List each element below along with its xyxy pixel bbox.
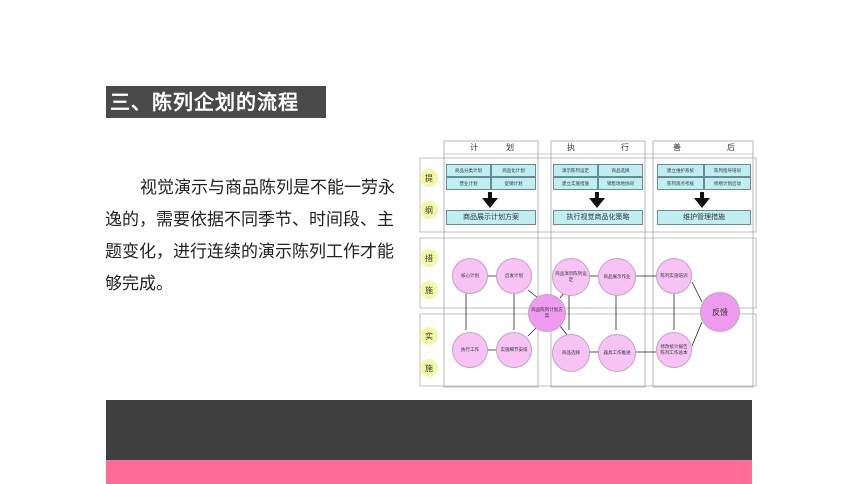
flow-node: 核心计划 <box>452 258 488 294</box>
flow-node: 修改统计报告陈列工作总本 <box>656 332 692 368</box>
row-label: 施 <box>425 364 433 373</box>
after-box: 陈列指导培训 <box>704 164 751 177</box>
after-box: 建立维护系统 <box>657 164 704 177</box>
body-paragraph: 视觉演示与商品陈列是不能一劳永逸的，需要依据不同季节、时间段、主题变化，进行连续… <box>105 178 395 294</box>
section-title: 三、陈列企划的流程 <box>106 86 326 118</box>
flow-node: 商品演示陈列设定 <box>552 258 590 296</box>
exec-result: 执行视觉商品化策略 <box>553 210 643 225</box>
footer-pink-band <box>106 460 752 484</box>
row-label: 纲 <box>425 206 433 215</box>
exec-box: 销售场地协同 <box>598 177 643 190</box>
column-head-after: 善 后 <box>673 143 745 152</box>
exec-box: 建立实施措施 <box>553 177 598 190</box>
flow-node: 陈列实施培训 <box>656 258 692 294</box>
diagram-frame <box>419 140 757 388</box>
flow-node-feedback: 反馈 <box>700 292 740 332</box>
flow-node: 器具工作推进 <box>598 334 636 372</box>
column-head-plan: 计 划 <box>470 143 524 152</box>
plan-box: 营业计划 <box>446 177 491 190</box>
flow-diagram: 计 划 执 行 善 后 提 纲 措 施 实 施 商品分类计划 商品化计划 营业计… <box>418 140 758 388</box>
footer-dark-band <box>106 400 752 460</box>
plan-box: 促销计划 <box>491 177 536 190</box>
row-label: 施 <box>425 286 433 295</box>
exec-box: 演示陈列设定 <box>553 164 598 177</box>
after-box: 修缮计划启动 <box>704 177 751 190</box>
flow-node: 商品陈列计划方案 <box>528 294 566 332</box>
flow-node: 商品选择 <box>552 334 590 372</box>
row-label: 提 <box>425 174 433 183</box>
plan-result: 商品展示计划方案 <box>446 210 536 225</box>
row-label: 措 <box>425 254 433 263</box>
flow-node: 商品展示作业 <box>598 258 636 296</box>
flow-node: 启发计划 <box>496 258 532 294</box>
after-box: 陈列观点考核 <box>657 177 704 190</box>
row-label: 实 <box>425 332 433 341</box>
exec-box: 商品选择 <box>598 164 643 177</box>
flow-node: 执行工作 <box>452 332 488 368</box>
after-result: 维护管理措施 <box>657 210 751 225</box>
plan-box: 商品化计划 <box>491 164 536 177</box>
plan-box: 商品分类计划 <box>446 164 491 177</box>
column-head-exec: 执 行 <box>567 143 639 152</box>
flow-node: 实施细节安排 <box>496 332 532 368</box>
